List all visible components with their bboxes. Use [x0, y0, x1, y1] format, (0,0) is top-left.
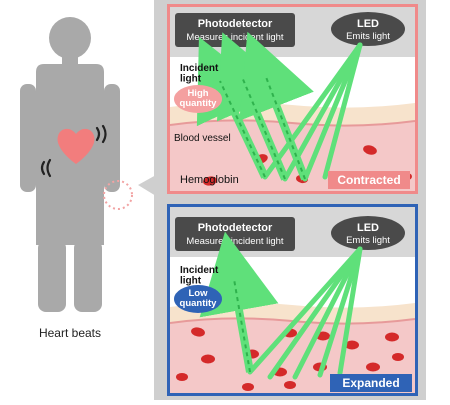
expanded-diagram: Photodetector Measures incident light LE…: [170, 207, 415, 393]
quantity-badge-low: [174, 285, 222, 313]
heart-icon: [57, 128, 95, 164]
photodetector-title: Photodetector: [198, 18, 273, 30]
led-subtitle: Emits light: [346, 31, 390, 42]
quantity-badge-high: [174, 85, 222, 113]
contracted-diagram: Photodetector Measures incident light LE…: [170, 7, 415, 191]
heartbeat-marks: [40, 124, 107, 178]
person-right-arm: [104, 84, 120, 192]
incident-light-label: Incident light: [180, 63, 221, 85]
person-head: [49, 17, 91, 59]
led-title: LED: [357, 222, 379, 234]
photodetector-subtitle: Measures incident light: [186, 32, 284, 43]
state-badge-expanded: [330, 374, 412, 392]
person-right-leg: [74, 240, 102, 312]
state-label: Expanded: [342, 376, 399, 390]
state-label: Contracted: [337, 173, 400, 187]
led-ellipse: [331, 216, 405, 250]
wrist-marker: [103, 180, 133, 210]
photodetector-title: Photodetector: [198, 222, 273, 234]
person-left-leg: [38, 240, 66, 312]
emitted-light-rays: [247, 246, 363, 380]
blood-vessel-label: Blood vessel: [174, 133, 231, 144]
led-title: LED: [357, 18, 379, 30]
person-illustration: [0, 0, 160, 400]
person-figure: [20, 17, 156, 312]
photodetector-subtitle: Measures incident light: [186, 236, 284, 247]
led-subtitle: Emits light: [346, 235, 390, 246]
panel-expanded: Photodetector Measures incident light LE…: [167, 204, 418, 396]
panel-contracted: Photodetector Measures incident light LE…: [167, 4, 418, 194]
led-ellipse: [331, 12, 405, 46]
person-left-arm: [20, 84, 36, 192]
hemoglobin-label: Hemoglobin: [180, 174, 239, 186]
state-badge-contracted: [328, 171, 410, 189]
incident-light-label: Incident light: [180, 265, 221, 287]
person-neck: [62, 57, 78, 67]
person-hips: [36, 205, 104, 245]
pointer-arrow: [138, 175, 156, 196]
person-caption: Heart beats: [38, 326, 102, 340]
